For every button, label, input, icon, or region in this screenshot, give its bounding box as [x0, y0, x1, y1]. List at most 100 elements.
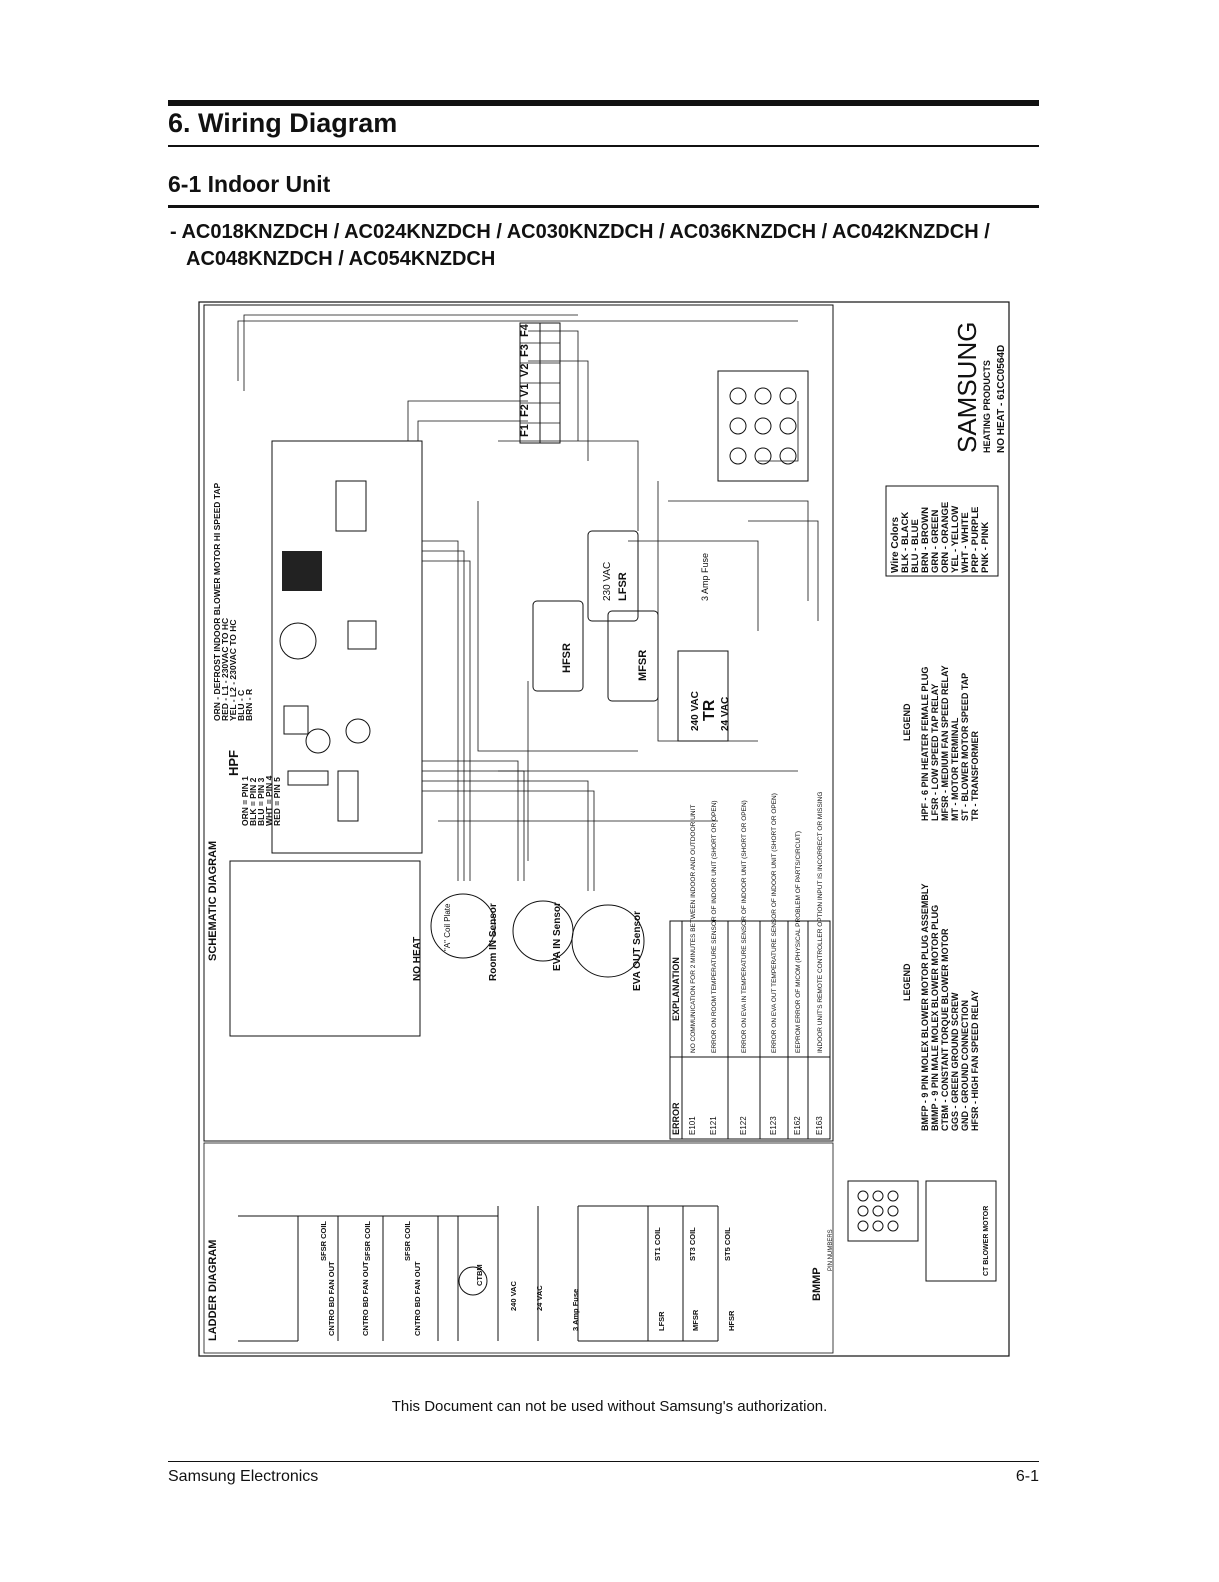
- svg-text:GRN - GREEN: GRN - GREEN: [930, 510, 941, 573]
- svg-text:MFSR: MFSR: [691, 1309, 700, 1331]
- svg-text:SFSR COIL: SFSR COIL: [319, 1221, 328, 1261]
- legend-right-list: HPF - 6 PIN HEATER FEMALE PLUG LFSR - LO…: [920, 665, 980, 821]
- error-explanations: NO COMMUNICATION FOR 2 MINUTES BETWEEN I…: [690, 792, 824, 1053]
- svg-text:E101: E101: [688, 1116, 697, 1135]
- svg-text:MT - MOTOR TERMINAL: MT - MOTOR TERMINAL: [950, 717, 960, 821]
- sensor-room-in: [430, 893, 496, 959]
- svg-text:WHT - WHITE: WHT - WHITE: [960, 512, 971, 573]
- svg-text:LFSR - LOW SPEED TAP RELAY: LFSR - LOW SPEED TAP RELAY: [930, 684, 940, 821]
- section-title: 6-1 Indoor Unit: [168, 171, 331, 197]
- board-cap-3: [345, 718, 371, 744]
- schematic-title: SCHEMATIC DIAGRAM: [207, 841, 219, 961]
- svg-text:YEL - L2 - 230VAC TO HC: YEL - L2 - 230VAC TO HC: [228, 619, 238, 721]
- svg-text:HPF - 6 PIN HEATER FEMALE PLUG: HPF - 6 PIN HEATER FEMALE PLUG: [920, 667, 930, 821]
- svg-text:WHT = PIN 4: WHT = PIN 4: [264, 775, 274, 826]
- board-chip-3: [283, 705, 309, 735]
- hpf-notes: ORN - DEFROST INDOOR BLOWER MOTOR HI SPE…: [212, 483, 254, 721]
- error-codes: E101 E121 E122 E123 E162 E163: [688, 1116, 824, 1135]
- wire-colors-title: Wire Colors: [890, 517, 901, 573]
- svg-text:240 VAC: 240 VAC: [509, 1281, 518, 1311]
- title-rule: [168, 145, 1039, 147]
- svg-text:PRP - PURPLE: PRP - PURPLE: [970, 507, 981, 573]
- pin-numbers-label: PIN NUMBERS: [828, 1229, 834, 1271]
- svg-text:CTBM: CTBM: [475, 1264, 484, 1286]
- svg-text:SFSR COIL: SFSR COIL: [363, 1221, 372, 1261]
- explanation-header: EXPLANATION: [671, 957, 681, 1021]
- svg-text:TR - TRANSFORMER: TR - TRANSFORMER: [970, 731, 980, 821]
- brand-subtitle: HEATING PRODUCTS: [982, 360, 992, 453]
- relays: [532, 530, 729, 742]
- model-list: - AC018KNZDCH / AC024KNZDCH / AC030KNZDC…: [170, 219, 990, 273]
- bmfp-connector: [717, 370, 809, 482]
- ladder-labels: CNTRO BD FAN OUT CNTRO BD FAN OUT CNTRO …: [319, 1221, 736, 1336]
- svg-text:SFSR COIL: SFSR COIL: [403, 1221, 412, 1261]
- svg-text:24 VAC: 24 VAC: [535, 1285, 544, 1311]
- hpf-title: HPF: [226, 750, 241, 776]
- terminal-v1: V1: [519, 384, 531, 397]
- sensor-eva-out-label: EVA OUT Sensor: [632, 911, 643, 991]
- wiring-diagram: F1 F2 V1 V2 F3 F4 LFSR MFSR HFSR 230 VAC…: [198, 301, 1010, 1362]
- coil-plate-label: "A" Coil Plate: [443, 903, 452, 951]
- ctbm-symbol: [458, 1266, 488, 1296]
- ladder-title: LADDER DIAGRAM: [207, 1240, 219, 1341]
- transformer-240: 240 VAC: [690, 691, 701, 731]
- svg-text:CTBM - CONSTANT TORQUE BLOWER: CTBM - CONSTANT TORQUE BLOWER MOTOR: [940, 928, 950, 1131]
- ribbon-wires: [237, 314, 819, 891]
- svg-text:EEPROM ERROR OF MICOM (PHYSICA: EEPROM ERROR OF MICOM (PHYSICAL PROBLEM …: [795, 831, 802, 1053]
- model-line-1: - AC018KNZDCH / AC024KNZDCH / AC030KNZDC…: [170, 221, 990, 243]
- relay-mfsr: MFSR: [637, 650, 649, 681]
- model-line-2: AC048KNZDCH / AC054KNZDCH: [186, 248, 496, 270]
- svg-text:ERROR ON ROOM TEMPERATURE SENS: ERROR ON ROOM TEMPERATURE SENSOR OF INDO…: [711, 800, 718, 1053]
- svg-text:BMMP - 9 PIN MALE MOLEX BLOWER: BMMP - 9 PIN MALE MOLEX BLOWER MOTOR PLU…: [930, 905, 940, 1131]
- svg-text:BRN - BROWN: BRN - BROWN: [920, 507, 931, 573]
- svg-text:LFSR: LFSR: [657, 1311, 666, 1331]
- legend-left-title: LEGEND: [902, 963, 912, 1001]
- bmfp-pins: [729, 387, 797, 465]
- svg-text:RED = PIN 5: RED = PIN 5: [272, 777, 282, 826]
- relay-voltage: 230 VAC: [602, 562, 613, 601]
- svg-text:E123: E123: [769, 1116, 778, 1135]
- ladder-rails: [238, 1205, 719, 1342]
- svg-text:ST1 COIL: ST1 COIL: [653, 1227, 662, 1261]
- motor-block: [925, 1180, 997, 1282]
- no-heat-box: [229, 860, 421, 1037]
- svg-text:GND - GROUND CONNECTION: GND - GROUND CONNECTION: [960, 1000, 970, 1131]
- doc-code: NO HEAT - 61CC0564D: [996, 345, 1007, 453]
- legend-right-title: LEGEND: [902, 703, 912, 741]
- sensor-room-in-label: Room IN Sensor: [488, 903, 499, 981]
- svg-text:E121: E121: [709, 1116, 718, 1135]
- svg-text:ORN - ORANGE: ORN - ORANGE: [940, 502, 951, 573]
- footer-rule: [168, 1461, 1039, 1462]
- error-header: ERROR: [671, 1102, 681, 1135]
- wire-colors-box: [885, 485, 999, 577]
- svg-text:E122: E122: [739, 1116, 748, 1135]
- svg-text:RED - L1 - 230VAC TO HC: RED - L1 - 230VAC TO HC: [220, 618, 230, 721]
- outer-frame: [198, 301, 1010, 1357]
- terminal-f2: F2: [519, 404, 531, 417]
- board-relay: [335, 480, 367, 532]
- chapter-title: 6. Wiring Diagram: [168, 108, 398, 138]
- svg-text:GGS - GREEN GROUND SCREW: GGS - GREEN GROUND SCREW: [950, 992, 960, 1131]
- svg-text:BMFP - 9 PIN MOLEX BLOWER MOTO: BMFP - 9 PIN MOLEX BLOWER MOTOR PLUG ASS…: [920, 883, 930, 1131]
- terminal-f1: F1: [519, 424, 531, 437]
- relay-hfsr: HFSR: [561, 643, 573, 673]
- motor-label: CT BLOWER MOTOR: [983, 1206, 990, 1276]
- bmmp-label: BMMP: [811, 1267, 823, 1301]
- fuse-label: 3 Amp Fuse: [700, 553, 710, 601]
- svg-text:ST5 COIL: ST5 COIL: [723, 1227, 732, 1261]
- svg-text:E162: E162: [793, 1116, 802, 1135]
- terminal-f3: F3: [519, 344, 531, 357]
- board-part-4: [287, 770, 329, 786]
- bmmp-pins: [857, 1190, 899, 1232]
- board-chip-1: [282, 551, 322, 591]
- top-rule: [168, 100, 1039, 106]
- ladder-frame: [203, 1142, 834, 1354]
- svg-text:MFSR - MEDIUM FAN SPEED RELAY: MFSR - MEDIUM FAN SPEED RELAY: [940, 665, 950, 821]
- hpf-pins: ORN = PIN 1 BLK = PIN 2 BLU = PIN 3 WHT …: [240, 775, 282, 826]
- svg-text:BLK = PIN 2: BLK = PIN 2: [248, 777, 258, 826]
- terminal-v2: V2: [519, 364, 531, 377]
- svg-text:BLU - BLUE: BLU - BLUE: [910, 519, 921, 573]
- svg-text:3 Amp Fuse: 3 Amp Fuse: [571, 1289, 580, 1331]
- authorization-notice: This Document can not be used without Sa…: [391, 1398, 828, 1415]
- wiring-diagram-svg: F1 F2 V1 V2 F3 F4 LFSR MFSR HFSR 230 VAC…: [198, 301, 1010, 1357]
